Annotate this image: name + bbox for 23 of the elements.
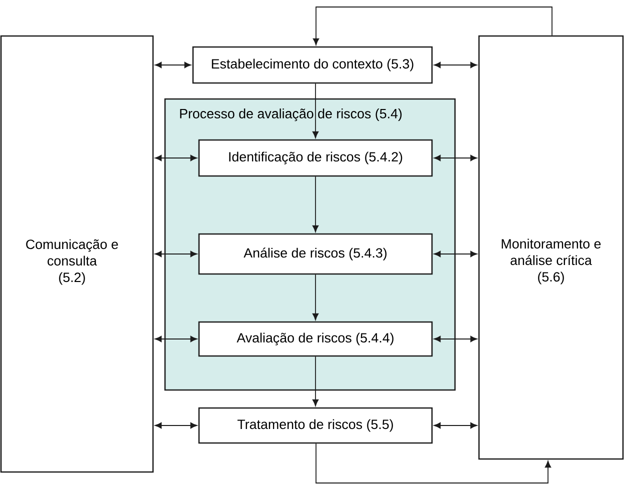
process-box: Monitoramento e análise crítica (5.6): [478, 35, 624, 460]
process-box: Comunicação e consulta (5.2): [0, 35, 154, 473]
double-arrow: [154, 336, 198, 342]
arrow: [312, 6, 552, 46]
arrow: [312, 356, 319, 406]
process-box: Tratamento de riscos (5.5): [198, 407, 433, 444]
double-arrow: [434, 62, 478, 68]
process-box: Avaliação de riscos (5.4.4): [198, 321, 433, 357]
double-arrow: [434, 154, 478, 162]
double-arrow: [154, 62, 192, 68]
process-box: Identificação de riscos (5.4.2): [198, 139, 433, 177]
double-arrow: [434, 422, 478, 429]
double-arrow: [154, 422, 198, 429]
arrow: [312, 176, 319, 232]
double-arrow: [434, 336, 478, 342]
arrow: [316, 443, 552, 484]
double-arrow: [154, 154, 198, 162]
arrow: [312, 83, 319, 138]
process-box: Análise de riscos (5.4.3): [198, 233, 433, 275]
double-arrow: [154, 250, 198, 258]
double-arrow: [434, 250, 478, 258]
arrow: [312, 274, 319, 320]
process-box: Estabelecimento do contexto (5.3): [192, 46, 433, 84]
